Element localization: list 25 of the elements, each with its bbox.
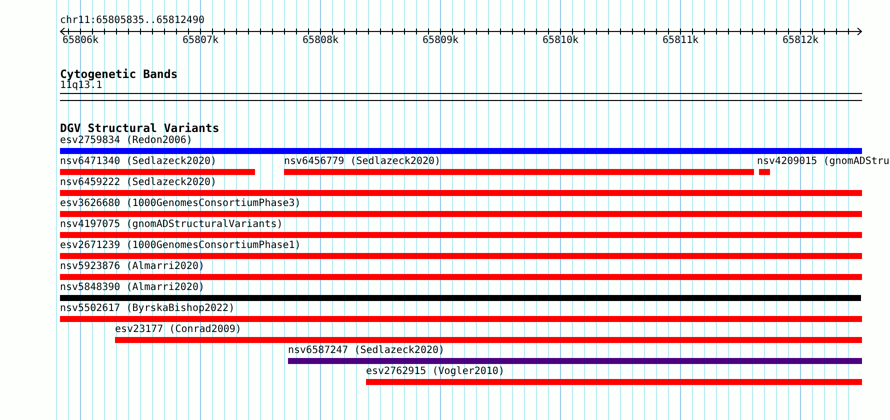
variant-label: esv2759834 (Redon2006): [60, 134, 192, 147]
variant-label: esv23177 (Conrad2009): [115, 324, 242, 336]
tick-label: 65809k: [422, 35, 459, 47]
variant-label: nsv5923876 (Almarri2020): [60, 260, 204, 273]
coordinate-label: chr11:65805835..65812490: [60, 15, 204, 27]
tick-label: 65811k: [662, 35, 699, 47]
tick-label: 65807k: [182, 35, 219, 47]
variant-label: esv2671239 (1000GenomesConsortiumPhase1): [60, 240, 301, 252]
variant-label: nsv5502617 (ByrskaBishop2022): [60, 302, 235, 315]
variant-label: nsv6459222 (Sedlazeck2020): [60, 176, 217, 189]
variant-label: nsv6587247 (Sedlazeck2020): [288, 344, 445, 357]
variant-label: nsv6456779 (Sedlazeck2020): [284, 156, 441, 168]
tick-label: 65808k: [302, 35, 339, 47]
tick-label: 65812k: [782, 35, 819, 47]
variant-label: nsv4209015 (gnomADStru: [757, 156, 890, 168]
tick-label: 65810k: [542, 35, 579, 47]
variant-label: nsv5848390 (Almarri2020): [60, 282, 204, 294]
variant-label: nsv6471340 (Sedlazeck2020): [60, 156, 217, 168]
variant-label: esv3626680 (1000GenomesConsortiumPhase3): [60, 198, 301, 210]
track-title: DGV Structural Variants: [60, 122, 220, 134]
tick-label: 65806k: [62, 35, 99, 47]
variant-label: nsv4197075 (gnomADStructuralVariants): [60, 218, 283, 231]
variant-label: esv2762915 (Vogler2010): [366, 366, 504, 378]
band-label: 11q13.1: [60, 80, 102, 92]
track-title: Cytogenetic Bands: [60, 68, 178, 80]
